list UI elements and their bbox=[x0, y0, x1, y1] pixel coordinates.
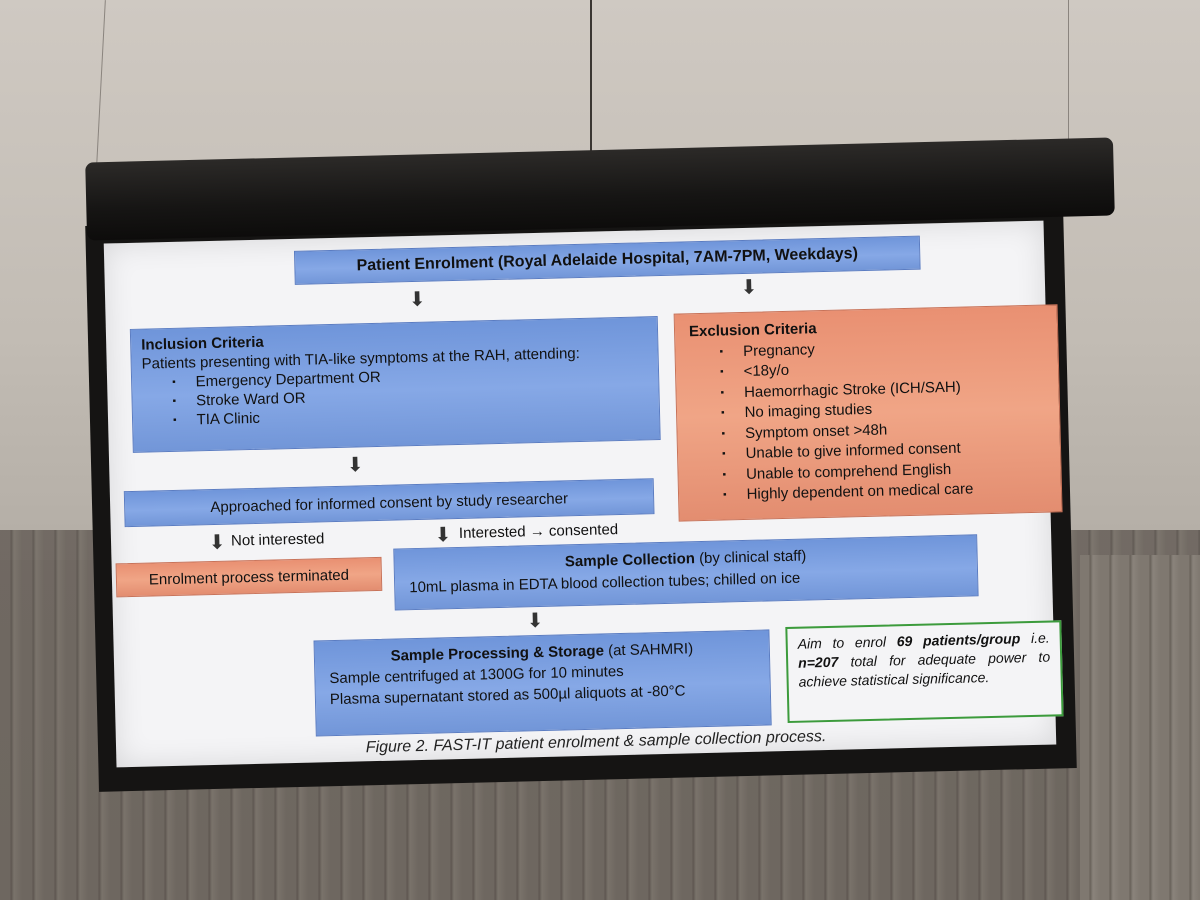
projection-screen: Patient Enrolment (Royal Adelaide Hospit… bbox=[103, 220, 1064, 768]
enrolment-title: Patient Enrolment (Royal Adelaide Hospit… bbox=[356, 245, 859, 275]
not-interested-label: Not interested bbox=[230, 530, 325, 550]
down-arrow-icon: ⬇ bbox=[434, 524, 452, 547]
aim-bold-2: n=207 bbox=[797, 653, 839, 671]
ceiling-cable bbox=[590, 0, 592, 160]
approach-box: Approached for informed consent by study… bbox=[123, 478, 655, 528]
aim-text-1: Aim to enrol bbox=[797, 633, 897, 652]
terminated-text: Enrolment process terminated bbox=[148, 566, 350, 589]
exclusion-list: Pregnancy <18y/o Haemorrhagic Stroke (IC… bbox=[689, 334, 1047, 507]
enrolment-aim-box: Aim to enrol 69 patients/group i.e. n=20… bbox=[785, 620, 1064, 723]
aim-text-2: i.e. bbox=[1020, 629, 1050, 647]
sample-collection-box: Sample Collection (by clinical staff) 10… bbox=[393, 534, 979, 611]
enrolment-title-box: Patient Enrolment (Royal Adelaide Hospit… bbox=[293, 235, 921, 285]
collection-heading-bold: Sample Collection bbox=[564, 550, 696, 571]
down-arrow-icon: ⬇ bbox=[740, 276, 758, 300]
down-arrow-icon: ⬇ bbox=[208, 531, 226, 555]
interested-label: Interested → consented bbox=[458, 521, 619, 542]
aim-bold-1: 69 patients/group bbox=[896, 630, 1021, 650]
down-arrow-icon: ⬇ bbox=[408, 288, 426, 312]
processing-heading-rest: (at SAHMRI) bbox=[603, 640, 694, 660]
ceiling-wire bbox=[1068, 0, 1069, 150]
down-arrow-icon: ⬇ bbox=[346, 454, 364, 477]
sample-processing-box: Sample Processing & Storage (at SAHMRI) … bbox=[313, 629, 772, 737]
exclusion-criteria-box: Exclusion Criteria Pregnancy <18y/o Haem… bbox=[673, 304, 1063, 522]
enrolment-terminated-box: Enrolment process terminated bbox=[115, 556, 383, 598]
down-arrow-icon: ⬇ bbox=[526, 609, 544, 633]
wall-slats-right bbox=[1080, 555, 1200, 900]
approach-text: Approached for informed consent by study… bbox=[210, 489, 569, 516]
collection-heading-rest: (by clinical staff) bbox=[694, 547, 807, 568]
inclusion-criteria-box: Inclusion Criteria Patients presenting w… bbox=[129, 316, 661, 453]
inclusion-list: Emergency Department OR Stroke Ward OR T… bbox=[142, 361, 649, 430]
